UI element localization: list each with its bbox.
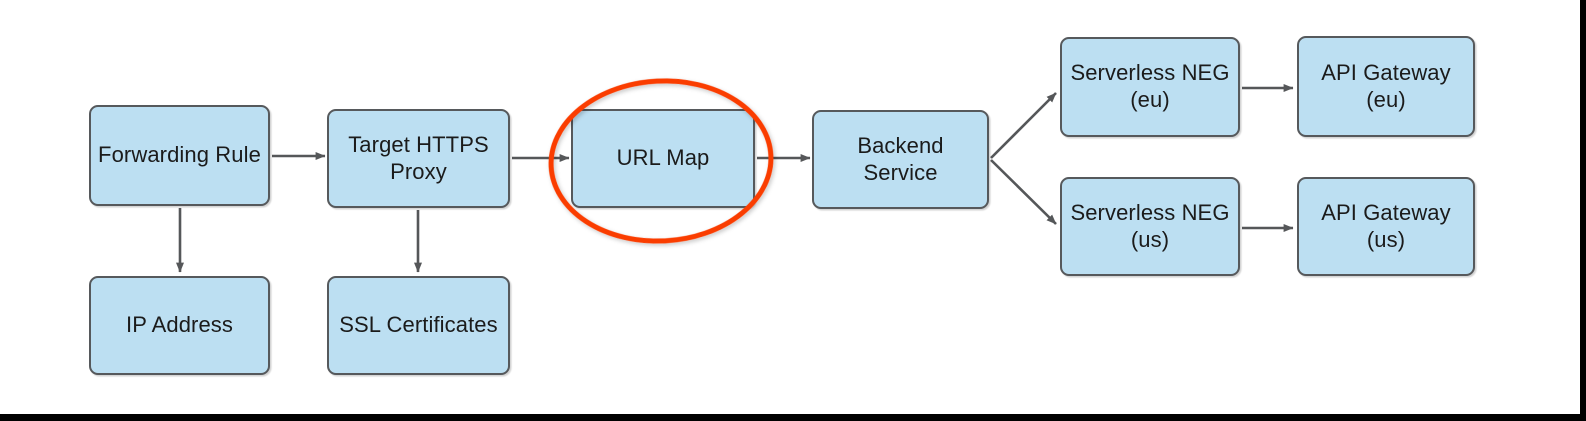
node-label-ssl-certificates: SSL Certificates bbox=[339, 312, 498, 338]
node-serverless-neg-us[interactable]: Serverless NEG (us) bbox=[1060, 177, 1240, 276]
connector-backend-service-to-serverless-neg-eu bbox=[990, 92, 1057, 159]
frame-right-border bbox=[1580, 0, 1586, 421]
node-label-serverless-neg-eu: Serverless NEG (eu) bbox=[1070, 60, 1230, 112]
node-api-gateway-us[interactable]: API Gateway (us) bbox=[1297, 177, 1475, 276]
node-api-gateway-eu[interactable]: API Gateway (eu) bbox=[1297, 36, 1475, 137]
node-serverless-neg-eu[interactable]: Serverless NEG (eu) bbox=[1060, 37, 1240, 137]
node-label-target-https-proxy: Target HTTPS Proxy bbox=[348, 131, 489, 184]
node-target-https-proxy[interactable]: Target HTTPS Proxy bbox=[327, 109, 510, 208]
node-url-map[interactable]: URL Map bbox=[571, 109, 755, 208]
node-backend-service[interactable]: Backend Service bbox=[812, 110, 989, 209]
node-forwarding-rule[interactable]: Forwarding Rule bbox=[89, 105, 270, 206]
frame-bottom-border bbox=[0, 414, 1586, 421]
node-label-api-gateway-eu: API Gateway (eu) bbox=[1321, 59, 1451, 112]
node-label-serverless-neg-us: Serverless NEG (us) bbox=[1070, 199, 1230, 252]
node-label-url-map: URL Map bbox=[616, 145, 710, 171]
node-label-api-gateway-us: API Gateway (us) bbox=[1321, 199, 1451, 252]
node-label-ip-address: IP Address bbox=[126, 312, 233, 338]
node-ssl-certificates[interactable]: SSL Certificates bbox=[327, 276, 510, 375]
connector-backend-service-to-serverless-neg-us bbox=[990, 159, 1057, 225]
node-label-forwarding-rule: Forwarding Rule bbox=[98, 142, 261, 168]
node-ip-address[interactable]: IP Address bbox=[89, 276, 270, 375]
node-label-backend-service: Backend Service bbox=[857, 132, 944, 185]
